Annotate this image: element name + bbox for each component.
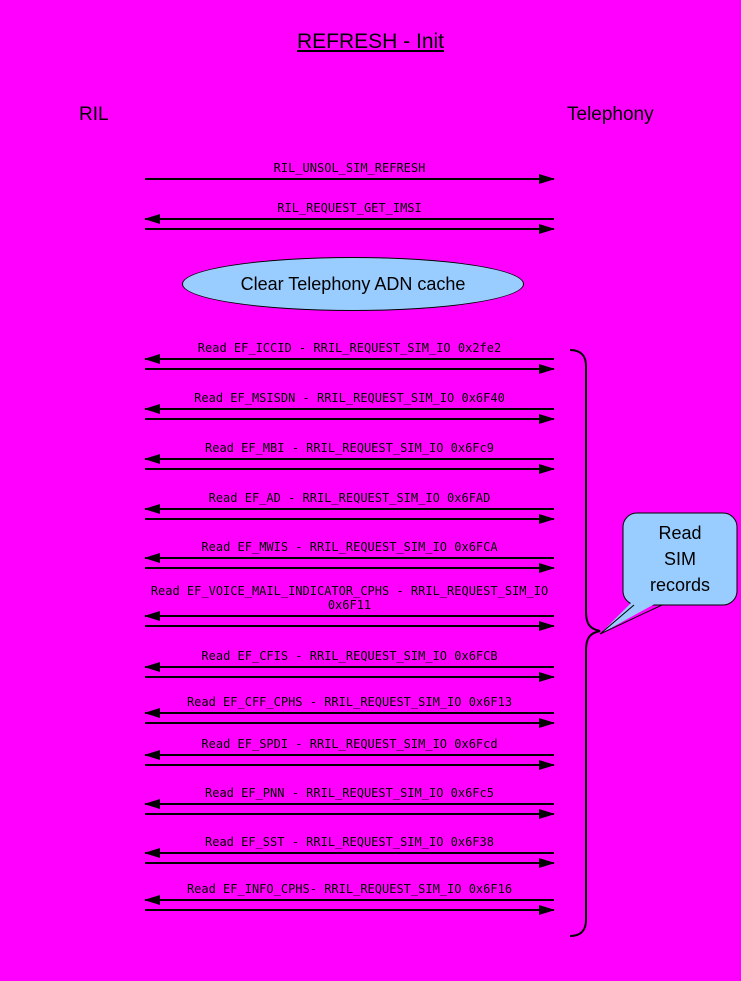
arrowhead-right-icon <box>539 174 555 184</box>
arrow-left <box>144 708 554 718</box>
message-read-ef-pnn: Read EF_PNN - RRIL_REQUEST_SIM_IO 0x6Fc5 <box>144 786 555 819</box>
message-unsol-sim-refresh: RIL_UNSOL_SIM_REFRESH <box>145 161 555 184</box>
arrow-left <box>144 214 554 224</box>
arrowhead-left-icon <box>144 354 160 364</box>
message-label: Read EF_MBI - RRIL_REQUEST_SIM_IO 0x6Fc9 <box>205 441 494 455</box>
message-read-ef-msisdn: Read EF_MSISDN - RRIL_REQUEST_SIM_IO 0x6… <box>144 391 555 424</box>
message-label: Read EF_ICCID - RRIL_REQUEST_SIM_IO 0x2f… <box>197 341 502 355</box>
arrow-left <box>144 504 554 514</box>
message-label: Read EF_CFF_CPHS - RRIL_REQUEST_SIM_IO 0… <box>186 695 513 709</box>
message-label: Read EF_MSISDN - RRIL_REQUEST_SIM_IO 0x6… <box>194 391 505 405</box>
message-label: RIL_UNSOL_SIM_REFRESH <box>273 161 426 175</box>
arrowhead-right-icon <box>539 672 555 682</box>
arrowhead-left-icon <box>144 708 160 718</box>
grouping-brace <box>569 349 601 937</box>
note-text: Clear Telephony ADN cache <box>240 273 466 294</box>
arrowhead-left-icon <box>144 454 160 464</box>
message-read-ef-spdi: Read EF_SPDI - RRIL_REQUEST_SIM_IO 0x6Fc… <box>144 737 555 770</box>
arrow-left <box>144 750 554 760</box>
arrowhead-left-icon <box>144 553 160 563</box>
arrow-right <box>145 414 555 424</box>
arrow-left <box>144 662 554 672</box>
arrow-right <box>145 174 555 184</box>
message-label: Read EF_SST - RRIL_REQUEST_SIM_IO 0x6F38 <box>205 835 494 849</box>
arrowhead-left-icon <box>144 662 160 672</box>
arrow-right <box>145 672 555 682</box>
arrowhead-right-icon <box>539 621 555 631</box>
arrow-right <box>145 621 555 631</box>
callout-tail-outline <box>599 604 663 635</box>
message-label: Read EF_AD - RRIL_REQUEST_SIM_IO 0x6FAD <box>208 491 491 505</box>
page-title: REFRESH - Init <box>296 30 445 53</box>
participant-ril: RIL <box>79 104 109 125</box>
arrowhead-right-icon <box>539 905 555 915</box>
note-clear-adn-cache: Clear Telephony ADN cache <box>182 257 524 311</box>
arrowhead-left-icon <box>144 214 160 224</box>
arrow-left <box>144 404 554 414</box>
message-label: Read EF_SPDI - RRIL_REQUEST_SIM_IO 0x6Fc… <box>201 737 498 751</box>
message-read-ef-voice-mail-indicator-cphs: Read EF_VOICE_MAIL_INDICATOR_CPHS - RRIL… <box>144 584 555 631</box>
arrow-right <box>145 718 555 728</box>
arrowhead-right-icon <box>539 464 555 474</box>
message-read-ef-mwis: Read EF_MWIS - RRIL_REQUEST_SIM_IO 0x6FC… <box>144 540 555 573</box>
arrowhead-left-icon <box>144 504 160 514</box>
arrowhead-left-icon <box>144 750 160 760</box>
arrow-left <box>144 354 554 364</box>
arrowhead-right-icon <box>539 414 555 424</box>
message-read-ef-info-cphs: Read EF_INFO_CPHS- RRIL_REQUEST_SIM_IO 0… <box>144 882 555 915</box>
arrowhead-right-icon <box>539 364 555 374</box>
arrow-right <box>145 464 555 474</box>
arrow-left <box>144 553 554 563</box>
arrow-left <box>144 848 554 858</box>
callout-read-sim-records: Read SIM records <box>649 523 711 595</box>
message-read-ef-sst: Read EF_SST - RRIL_REQUEST_SIM_IO 0x6F38 <box>144 835 555 868</box>
arrowhead-left-icon <box>144 799 160 809</box>
arrowhead-right-icon <box>539 224 555 234</box>
arrow-right <box>145 364 555 374</box>
arrow-left <box>144 799 554 809</box>
arrow-right <box>145 809 555 819</box>
message-read-ef-ad: Read EF_AD - RRIL_REQUEST_SIM_IO 0x6FAD <box>144 491 555 524</box>
message-label: Read EF_MWIS - RRIL_REQUEST_SIM_IO 0x6FC… <box>201 540 498 554</box>
arrow-left <box>144 454 554 464</box>
message-label: Read EF_VOICE_MAIL_INDICATOR_CPHS - RRIL… <box>150 584 549 612</box>
arrow-left <box>144 611 554 621</box>
arrow-right <box>145 563 555 573</box>
arrow-right <box>145 224 555 234</box>
arrow-right <box>145 760 555 770</box>
message-read-ef-mbi: Read EF_MBI - RRIL_REQUEST_SIM_IO 0x6Fc9 <box>144 441 555 474</box>
arrowhead-right-icon <box>539 760 555 770</box>
message-read-ef-cff-cphs: Read EF_CFF_CPHS - RRIL_REQUEST_SIM_IO 0… <box>144 695 555 728</box>
arrowhead-right-icon <box>539 858 555 868</box>
arrowhead-right-icon <box>539 514 555 524</box>
message-label: Read EF_INFO_CPHS- RRIL_REQUEST_SIM_IO 0… <box>186 882 513 896</box>
message-label: Read EF_CFIS - RRIL_REQUEST_SIM_IO 0x6FC… <box>201 649 498 663</box>
arrowhead-right-icon <box>539 809 555 819</box>
message-label: RIL_REQUEST_GET_IMSI <box>277 201 422 215</box>
arrowhead-right-icon <box>539 718 555 728</box>
arrowhead-left-icon <box>144 404 160 414</box>
message-read-ef-cfis: Read EF_CFIS - RRIL_REQUEST_SIM_IO 0x6FC… <box>144 649 555 682</box>
arrowhead-right-icon <box>539 563 555 573</box>
arrowhead-left-icon <box>144 848 160 858</box>
message-label: Read EF_PNN - RRIL_REQUEST_SIM_IO 0x6Fc5 <box>205 786 494 800</box>
arrow-right <box>145 858 555 868</box>
arrow-right <box>145 905 555 915</box>
message-read-ef-iccid: Read EF_ICCID - RRIL_REQUEST_SIM_IO 0x2f… <box>144 341 555 374</box>
arrow-left <box>144 895 554 905</box>
callout-tail <box>600 600 662 634</box>
arrowhead-left-icon <box>144 895 160 905</box>
arrowhead-left-icon <box>144 611 160 621</box>
participant-telephony: Telephony <box>567 104 654 125</box>
message-get-imsi: RIL_REQUEST_GET_IMSI <box>144 201 555 234</box>
arrow-right <box>145 514 555 524</box>
